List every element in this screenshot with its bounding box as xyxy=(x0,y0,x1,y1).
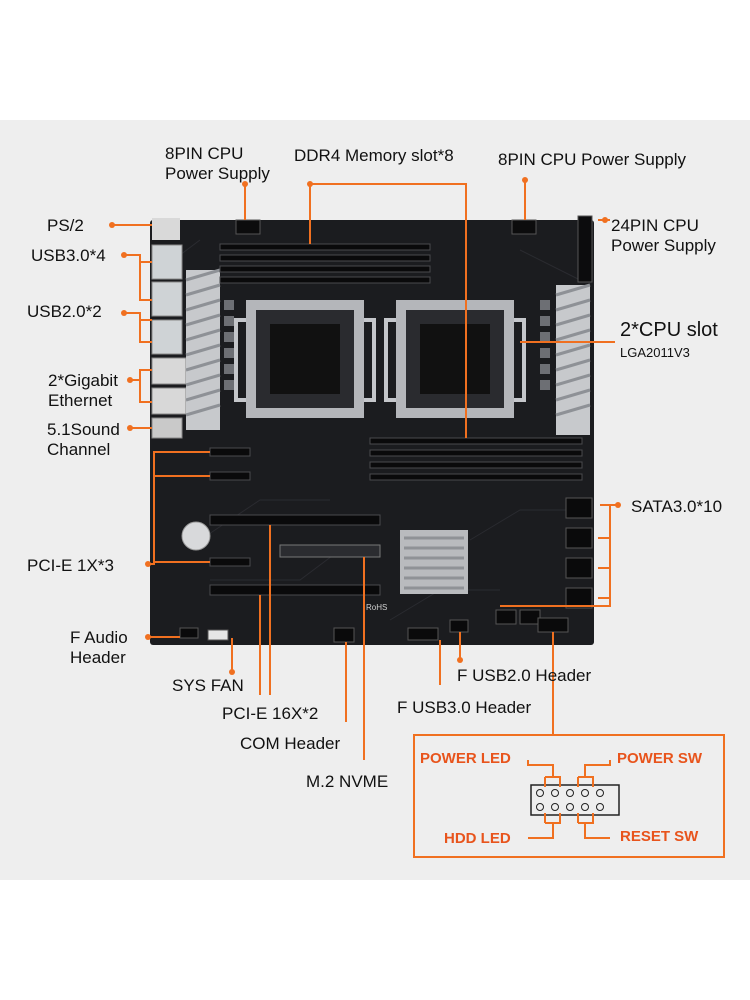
label-sata: SATA3.0*10 xyxy=(631,497,723,516)
label-sound-line1: 5.1Sound xyxy=(47,420,120,439)
rohs-mark: RoHS xyxy=(366,603,387,612)
label-f-audio-line1: F Audio xyxy=(70,628,128,647)
label-m2: M.2 NVME xyxy=(306,772,389,791)
label-power-sw: POWER SW xyxy=(617,750,702,767)
label-atx-24pin-line2: Power Supply xyxy=(611,236,716,255)
callout-dots xyxy=(109,177,621,675)
label-cpu-socket: LGA2011V3 xyxy=(620,345,690,360)
cmos-battery xyxy=(181,521,211,551)
m2-slot xyxy=(279,544,381,558)
label-com-header: COM Header xyxy=(240,734,341,753)
label-cpu-8pin-left-line1: 8PIN CPU xyxy=(165,144,244,163)
diagram-stage: RoHS xyxy=(0,120,750,880)
label-ps2: PS/2 xyxy=(47,216,84,235)
vrm-heatsink-right xyxy=(555,283,591,435)
label-pcie-1x: PCI-E 1X*3 xyxy=(27,556,114,575)
label-f-usb20: F USB2.0 Header xyxy=(457,666,592,685)
dimm-slots-top xyxy=(219,243,431,284)
front-panel-box xyxy=(413,734,725,858)
label-sound: 5.1Sound Channel xyxy=(47,420,120,460)
label-ethernet-line2: Ethernet xyxy=(48,391,113,410)
label-sys-fan: SYS FAN xyxy=(172,676,244,695)
cpu-8pin-right-connector xyxy=(511,219,537,235)
label-usb30: USB3.0*4 xyxy=(31,246,106,265)
label-atx-24pin: 24PIN CPU Power Supply xyxy=(611,216,716,256)
label-hdd-led: HDD LED xyxy=(444,830,511,847)
label-cpu-8pin-right: 8PIN CPU Power Supply xyxy=(498,150,687,169)
cpu-socket-1 xyxy=(234,300,376,418)
label-ethernet: 2*Gigabit Ethernet xyxy=(48,371,118,411)
label-sound-line2: Channel xyxy=(47,440,111,459)
label-f-usb30: F USB3.0 Header xyxy=(397,698,532,717)
chipset-heatsink xyxy=(400,530,468,594)
label-cpu-8pin-left: 8PIN CPU Power Supply xyxy=(165,144,270,184)
label-f-audio: F Audio Header xyxy=(70,628,128,668)
label-ddr4: DDR4 Memory slot*8 xyxy=(294,146,454,165)
motherboard-diagram: RoHS xyxy=(109,177,725,858)
label-cpu-8pin-left-line2: Power Supply xyxy=(165,164,270,183)
rear-io-ports xyxy=(151,218,187,439)
label-reset-sw: RESET SW xyxy=(620,828,699,845)
label-f-audio-line2: Header xyxy=(70,648,126,667)
label-power-led: POWER LED xyxy=(420,750,511,767)
cpu-8pin-left-connector xyxy=(235,219,261,235)
label-ethernet-line1: 2*Gigabit xyxy=(48,371,118,390)
dimm-slots-middle xyxy=(369,437,583,481)
vrm-chokes xyxy=(224,300,550,390)
label-pcie-16x: PCI-E 16X*2 xyxy=(222,704,319,723)
sata-ports xyxy=(495,497,593,625)
bottom-headers xyxy=(179,617,569,643)
label-usb20: USB2.0*2 xyxy=(27,302,102,321)
vrm-heatsink-left xyxy=(185,268,221,430)
label-atx-24pin-line1: 24PIN CPU xyxy=(611,216,699,235)
front-panel-pins xyxy=(530,784,620,816)
atx-24pin-connector xyxy=(577,215,593,283)
cpu-socket-2 xyxy=(384,300,526,418)
label-cpu-slot: 2*CPU slot xyxy=(620,319,718,341)
